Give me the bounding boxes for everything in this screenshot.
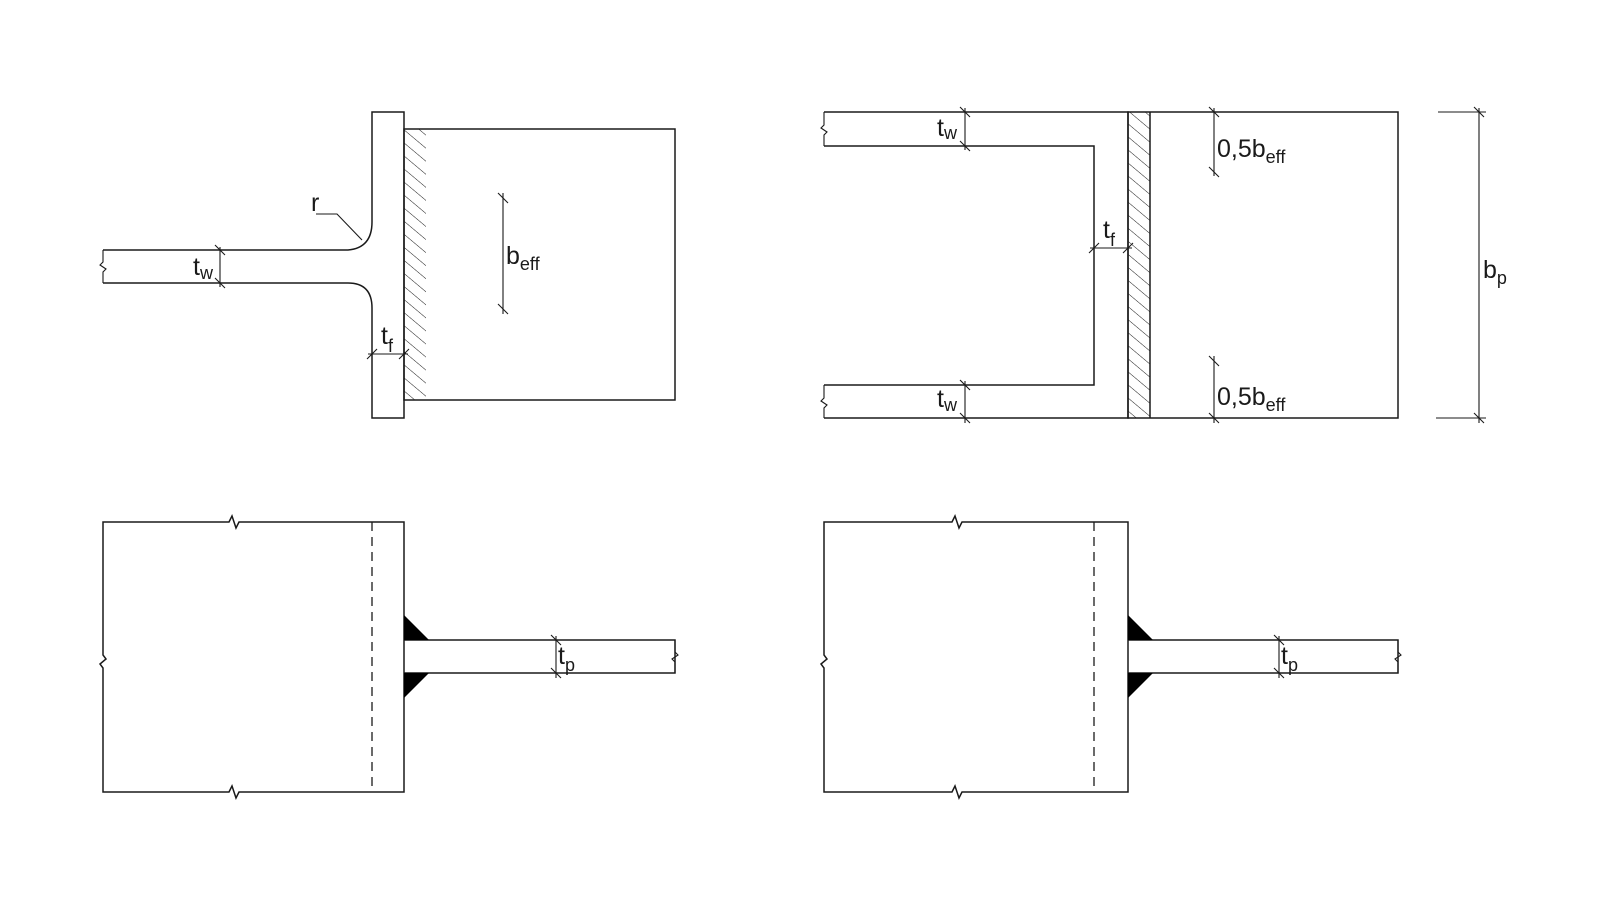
- beff-dim-tick: [497, 192, 509, 204]
- radius-leader: [316, 213, 363, 241]
- plate-outline: [1128, 639, 1399, 674]
- tw-top-label: tw: [937, 114, 958, 143]
- tp-label: tp: [1281, 642, 1298, 675]
- half-beff-bottom-label: 0,5beff: [1217, 383, 1286, 415]
- tf-dim-tick: [1122, 242, 1134, 254]
- web-outline: [103, 111, 405, 419]
- top-flange-break-mark: [820, 112, 828, 146]
- weld-top: [404, 615, 429, 640]
- hatched-effective-zone: [404, 129, 426, 400]
- tp-label: tp: [558, 642, 575, 675]
- plate-outline: [403, 128, 676, 401]
- bottom-right-side-view: tp: [819, 514, 1402, 800]
- plate-break-mark: [671, 640, 679, 673]
- half-beff-dim-tick: [1208, 106, 1220, 118]
- bp-dim-tick: [1473, 412, 1485, 424]
- bp-label: bp: [1483, 256, 1507, 288]
- tw-dim-tick: [959, 412, 971, 424]
- tp-dim-tick: [550, 667, 562, 679]
- tp-dim-tick: [1273, 634, 1285, 646]
- web-break-mark: [99, 250, 107, 283]
- weld-top: [1128, 615, 1153, 640]
- member-outline: [98, 514, 405, 800]
- hatched-effective-zone: [1128, 112, 1150, 418]
- tw-dim-tick: [214, 277, 226, 289]
- half-beff-top-label: 0,5beff: [1217, 135, 1286, 167]
- half-beff-dim-tick: [1208, 355, 1220, 367]
- top-left-i-section-view: r tw tf beff: [99, 111, 676, 419]
- bp-dim-tick: [1473, 106, 1485, 118]
- radius-label: r: [311, 189, 319, 217]
- weld-bottom: [1128, 673, 1153, 698]
- plate-break-mark: [1394, 640, 1402, 673]
- channel-outline: [824, 111, 1129, 419]
- tw-label: tw: [193, 253, 214, 283]
- top-right-channel-view: tw tw tf 0,5beff 0,5beff bp: [820, 106, 1507, 424]
- tf-dim-tick: [398, 348, 410, 360]
- bottom-flange-break-mark: [820, 385, 828, 418]
- beff-label: beff: [506, 242, 541, 274]
- tf-label: tf: [1103, 216, 1116, 250]
- plate-outline: [404, 639, 676, 674]
- tw-dim-tick: [959, 379, 971, 391]
- weld-bottom: [404, 673, 429, 698]
- tp-dim-tick: [1273, 667, 1285, 679]
- member-outline: [819, 514, 1129, 800]
- tw-dim-tick: [959, 106, 971, 118]
- tf-label: tf: [381, 322, 394, 356]
- bottom-left-side-view: tp: [98, 514, 679, 800]
- tw-dim-tick: [959, 140, 971, 152]
- tw-dim-tick: [214, 244, 226, 256]
- plate-outline: [1127, 111, 1399, 419]
- half-beff-dim-tick: [1208, 166, 1220, 178]
- tf-dim-tick: [366, 348, 378, 360]
- tp-dim-tick: [550, 634, 562, 646]
- beff-dim-tick: [497, 303, 509, 315]
- tf-dim-tick: [1088, 242, 1100, 254]
- half-beff-dim-tick: [1208, 412, 1220, 424]
- tw-bottom-label: tw: [937, 385, 958, 415]
